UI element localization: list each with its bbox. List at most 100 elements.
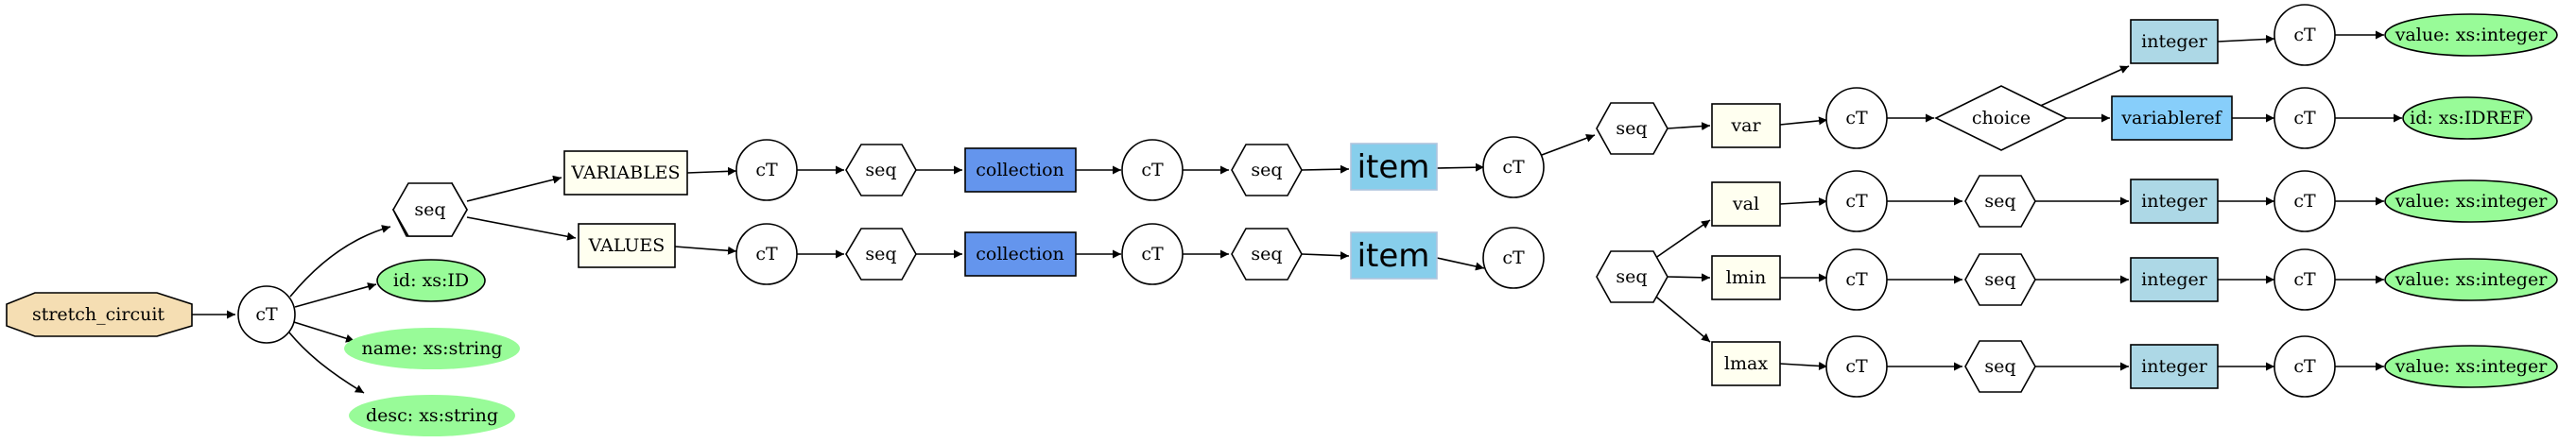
svg-text:cT: cT bbox=[1141, 244, 1164, 264]
node-seq-coll-vars[interactable]: seq bbox=[1231, 144, 1303, 196]
svg-text:cT: cT bbox=[1845, 108, 1868, 128]
node-lmin[interactable]: lmin bbox=[1711, 255, 1781, 300]
svg-text:lmin: lmin bbox=[1726, 267, 1766, 288]
edge bbox=[1779, 361, 1828, 370]
edge bbox=[1651, 292, 1711, 343]
node-integer-lmax[interactable]: integer bbox=[2130, 344, 2219, 389]
node-ct-item-vals[interactable]: cT bbox=[1482, 227, 1545, 289]
svg-text:cT: cT bbox=[2293, 108, 2316, 128]
svg-text:integer: integer bbox=[2141, 356, 2208, 377]
edge bbox=[1541, 133, 1596, 156]
node-ct-lmin[interactable]: cT bbox=[1825, 248, 1888, 311]
node-ct-int-lmax[interactable]: cT bbox=[2273, 335, 2336, 398]
node-integer-choice[interactable]: integer bbox=[2130, 19, 2219, 64]
node-ct-coll-vars[interactable]: cT bbox=[1121, 139, 1184, 201]
svg-text:cT: cT bbox=[1502, 157, 1525, 178]
edge bbox=[1301, 251, 1350, 261]
node-collection-vars[interactable]: collection bbox=[964, 147, 1077, 193]
node-ct-item-vars[interactable]: cT bbox=[1482, 136, 1545, 198]
edge bbox=[289, 225, 391, 298]
node-ct-vars[interactable]: cT bbox=[735, 139, 798, 201]
node-variableref[interactable]: variableref bbox=[2111, 95, 2233, 141]
edge bbox=[674, 246, 737, 255]
node-var[interactable]: var bbox=[1711, 103, 1781, 148]
svg-text:VARIABLES: VARIABLES bbox=[570, 162, 680, 183]
node-ct-coll-vals[interactable]: cT bbox=[1121, 223, 1184, 285]
edge bbox=[686, 166, 737, 176]
svg-text:cT: cT bbox=[255, 304, 278, 325]
node-integer-lmin[interactable]: integer bbox=[2130, 257, 2219, 302]
svg-text:val: val bbox=[1732, 194, 1759, 214]
svg-text:cT: cT bbox=[2293, 25, 2316, 45]
node-seq-lmax[interactable]: seq bbox=[1964, 340, 2036, 393]
node-seq-vars[interactable]: seq bbox=[845, 144, 917, 196]
svg-text:cT: cT bbox=[1845, 356, 1868, 377]
svg-text:collection: collection bbox=[976, 244, 1064, 264]
node-attr-value-lmax[interactable]: value: xs:integer bbox=[2384, 345, 2558, 388]
node-seq-vals[interactable]: seq bbox=[845, 228, 917, 281]
svg-text:value: xs:integer: value: xs:integer bbox=[2394, 269, 2549, 290]
svg-text:seq: seq bbox=[414, 199, 445, 220]
svg-text:item: item bbox=[1357, 237, 1430, 275]
node-attr-value-lmin[interactable]: value: xs:integer bbox=[2384, 258, 2558, 301]
node-item-vars[interactable]: item bbox=[1350, 143, 1438, 191]
node-seq-coll-vals[interactable]: seq bbox=[1231, 228, 1303, 281]
node-item-vals[interactable]: item bbox=[1350, 231, 1438, 280]
edge bbox=[1301, 164, 1350, 174]
node-ct-var[interactable]: cT bbox=[1825, 87, 1888, 149]
node-seq-val[interactable]: seq bbox=[1964, 175, 2036, 228]
svg-text:seq: seq bbox=[1251, 160, 1282, 180]
svg-text:var: var bbox=[1730, 115, 1761, 136]
node-collection-vals[interactable]: collection bbox=[964, 231, 1077, 277]
node-seq[interactable]: seq bbox=[391, 181, 468, 237]
node-attr-name[interactable]: name: xs:string bbox=[344, 328, 520, 369]
edge bbox=[1667, 122, 1711, 131]
edge bbox=[1436, 162, 1485, 172]
svg-text:seq: seq bbox=[1616, 118, 1647, 139]
svg-text:collection: collection bbox=[976, 160, 1064, 180]
node-ct-vals[interactable]: cT bbox=[735, 223, 798, 285]
node-values[interactable]: VALUES bbox=[578, 223, 676, 268]
svg-text:seq: seq bbox=[1616, 266, 1647, 287]
svg-text:seq: seq bbox=[1984, 191, 2015, 212]
svg-text:choice: choice bbox=[1972, 108, 2031, 128]
edge bbox=[288, 332, 365, 394]
edge bbox=[1436, 257, 1485, 271]
node-val[interactable]: val bbox=[1711, 181, 1781, 227]
node-ct[interactable]: cT bbox=[237, 285, 296, 344]
node-ct-int-lmin[interactable]: cT bbox=[2273, 248, 2336, 311]
edge bbox=[2217, 34, 2275, 43]
node-ct-integer-choice[interactable]: cT bbox=[2273, 4, 2336, 66]
svg-text:cT: cT bbox=[1845, 269, 1868, 290]
node-seq-item-vals[interactable]: seq bbox=[1596, 250, 1668, 303]
node-root[interactable]: stretch_circuit bbox=[6, 292, 193, 337]
node-attr-value-choice[interactable]: value: xs:integer bbox=[2384, 13, 2558, 57]
svg-text:id: xs:ID: id: xs:ID bbox=[393, 270, 469, 291]
node-ct-variableref[interactable]: cT bbox=[2273, 87, 2336, 149]
node-ct-int-val[interactable]: cT bbox=[2273, 170, 2336, 232]
node-lmax[interactable]: lmax bbox=[1711, 341, 1781, 386]
node-variables[interactable]: VARIABLES bbox=[563, 150, 688, 196]
svg-text:integer: integer bbox=[2141, 31, 2208, 52]
node-ct-lmax[interactable]: cT bbox=[1825, 335, 1888, 398]
node-attr-value-val[interactable]: value: xs:integer bbox=[2384, 179, 2558, 223]
svg-text:value: xs:integer: value: xs:integer bbox=[2394, 25, 2549, 45]
edge bbox=[466, 175, 562, 202]
node-integer-val[interactable]: integer bbox=[2130, 179, 2219, 224]
svg-text:variableref: variableref bbox=[2120, 108, 2222, 128]
svg-text:lmax: lmax bbox=[1724, 353, 1768, 374]
node-attr-desc[interactable]: desc: xs:string bbox=[349, 395, 515, 436]
node-seq-lmin[interactable]: seq bbox=[1964, 253, 2036, 306]
svg-text:desc: xs:string: desc: xs:string bbox=[366, 405, 498, 426]
svg-text:name: xs:string: name: xs:string bbox=[361, 338, 502, 359]
svg-text:seq: seq bbox=[865, 244, 896, 264]
node-attr-idref[interactable]: id: xs:IDREF bbox=[2402, 96, 2533, 140]
node-attr-id[interactable]: id: xs:ID bbox=[376, 259, 486, 302]
node-choice[interactable]: choice bbox=[1934, 85, 2068, 151]
svg-text:id: xs:IDREF: id: xs:IDREF bbox=[2410, 108, 2525, 128]
edge bbox=[466, 216, 577, 241]
node-seq-item-vars[interactable]: seq bbox=[1596, 102, 1668, 155]
node-root-label: stretch_circuit bbox=[32, 304, 164, 325]
node-ct-val[interactable]: cT bbox=[1825, 170, 1888, 232]
svg-text:integer: integer bbox=[2141, 269, 2208, 290]
